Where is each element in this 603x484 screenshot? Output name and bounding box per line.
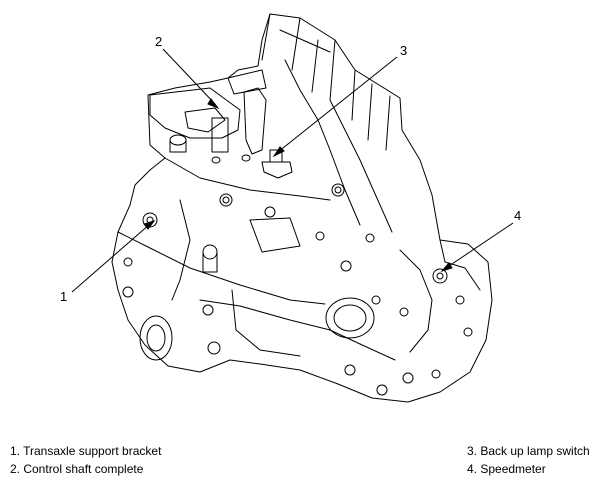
legend-item-4: 4. Speedmeter <box>467 462 546 476</box>
leader-line-1 <box>71 223 151 293</box>
callout-number-2: 2 <box>155 34 162 49</box>
legend-item-1: 1. Transaxle support bracket <box>10 444 162 458</box>
callout-number-1: 1 <box>60 289 67 304</box>
legend-item-3: 3. Back up lamp switch <box>467 444 590 458</box>
callout-number-4: 4 <box>514 208 521 223</box>
leader-lines <box>71 48 514 293</box>
leader-line-2 <box>162 48 216 105</box>
leader-arrow-4 <box>440 262 453 272</box>
transaxle-housing-drawing <box>111 13 493 403</box>
leader-line-3 <box>277 56 398 153</box>
leader-arrow-3 <box>272 146 285 158</box>
legend-item-2: 2. Control shaft complete <box>10 462 144 476</box>
leader-line-4 <box>445 222 514 269</box>
leader-arrow-2 <box>207 98 220 110</box>
callout-number-3: 3 <box>400 43 407 58</box>
leader-arrow-1 <box>143 220 156 230</box>
